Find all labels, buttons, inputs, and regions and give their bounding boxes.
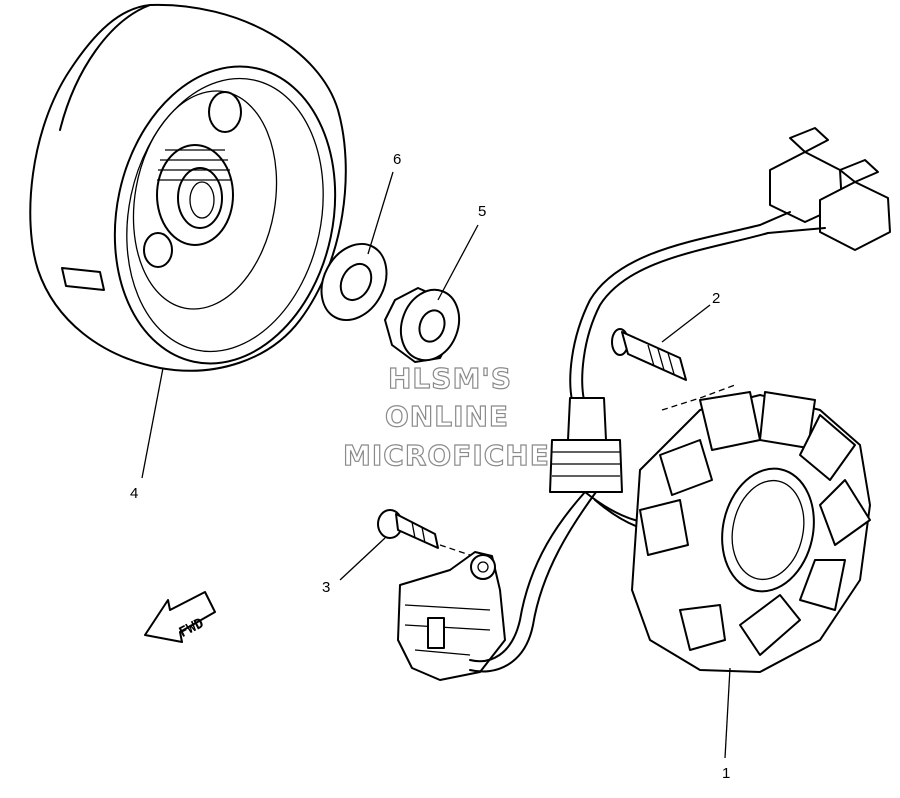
leader-lines — [141, 171, 731, 759]
watermark-line-2: ONLINE — [385, 400, 509, 433]
callout-5: 5 — [478, 203, 486, 220]
wire-connectors — [759, 127, 891, 251]
nut-part-5 — [384, 287, 461, 363]
pickup-coil — [397, 551, 506, 681]
washer-part-6 — [320, 242, 388, 322]
callout-labels: 1 2 3 4 5 6 — [130, 151, 730, 782]
watermark-line-1: HLSM'S — [388, 362, 512, 395]
screw-part-3 — [377, 509, 439, 549]
callout-1: 1 — [722, 765, 730, 782]
rotor-flywheel-part-4 — [29, 3, 347, 372]
forward-direction-arrow: FWD — [144, 591, 216, 643]
watermark: HLSM'S ONLINE MICROFICHE — [342, 361, 550, 472]
callout-2: 2 — [712, 290, 720, 307]
watermark-line-3: MICROFICHE — [343, 439, 550, 472]
wiring-harness — [469, 224, 769, 673]
callout-6: 6 — [393, 151, 401, 168]
stator-part-1 — [631, 391, 871, 673]
callout-4: 4 — [130, 485, 138, 502]
alignment-line — [661, 384, 736, 411]
callout-3: 3 — [322, 579, 330, 596]
bolt-part-2 — [611, 328, 687, 381]
alignment-line-screw — [439, 544, 471, 556]
